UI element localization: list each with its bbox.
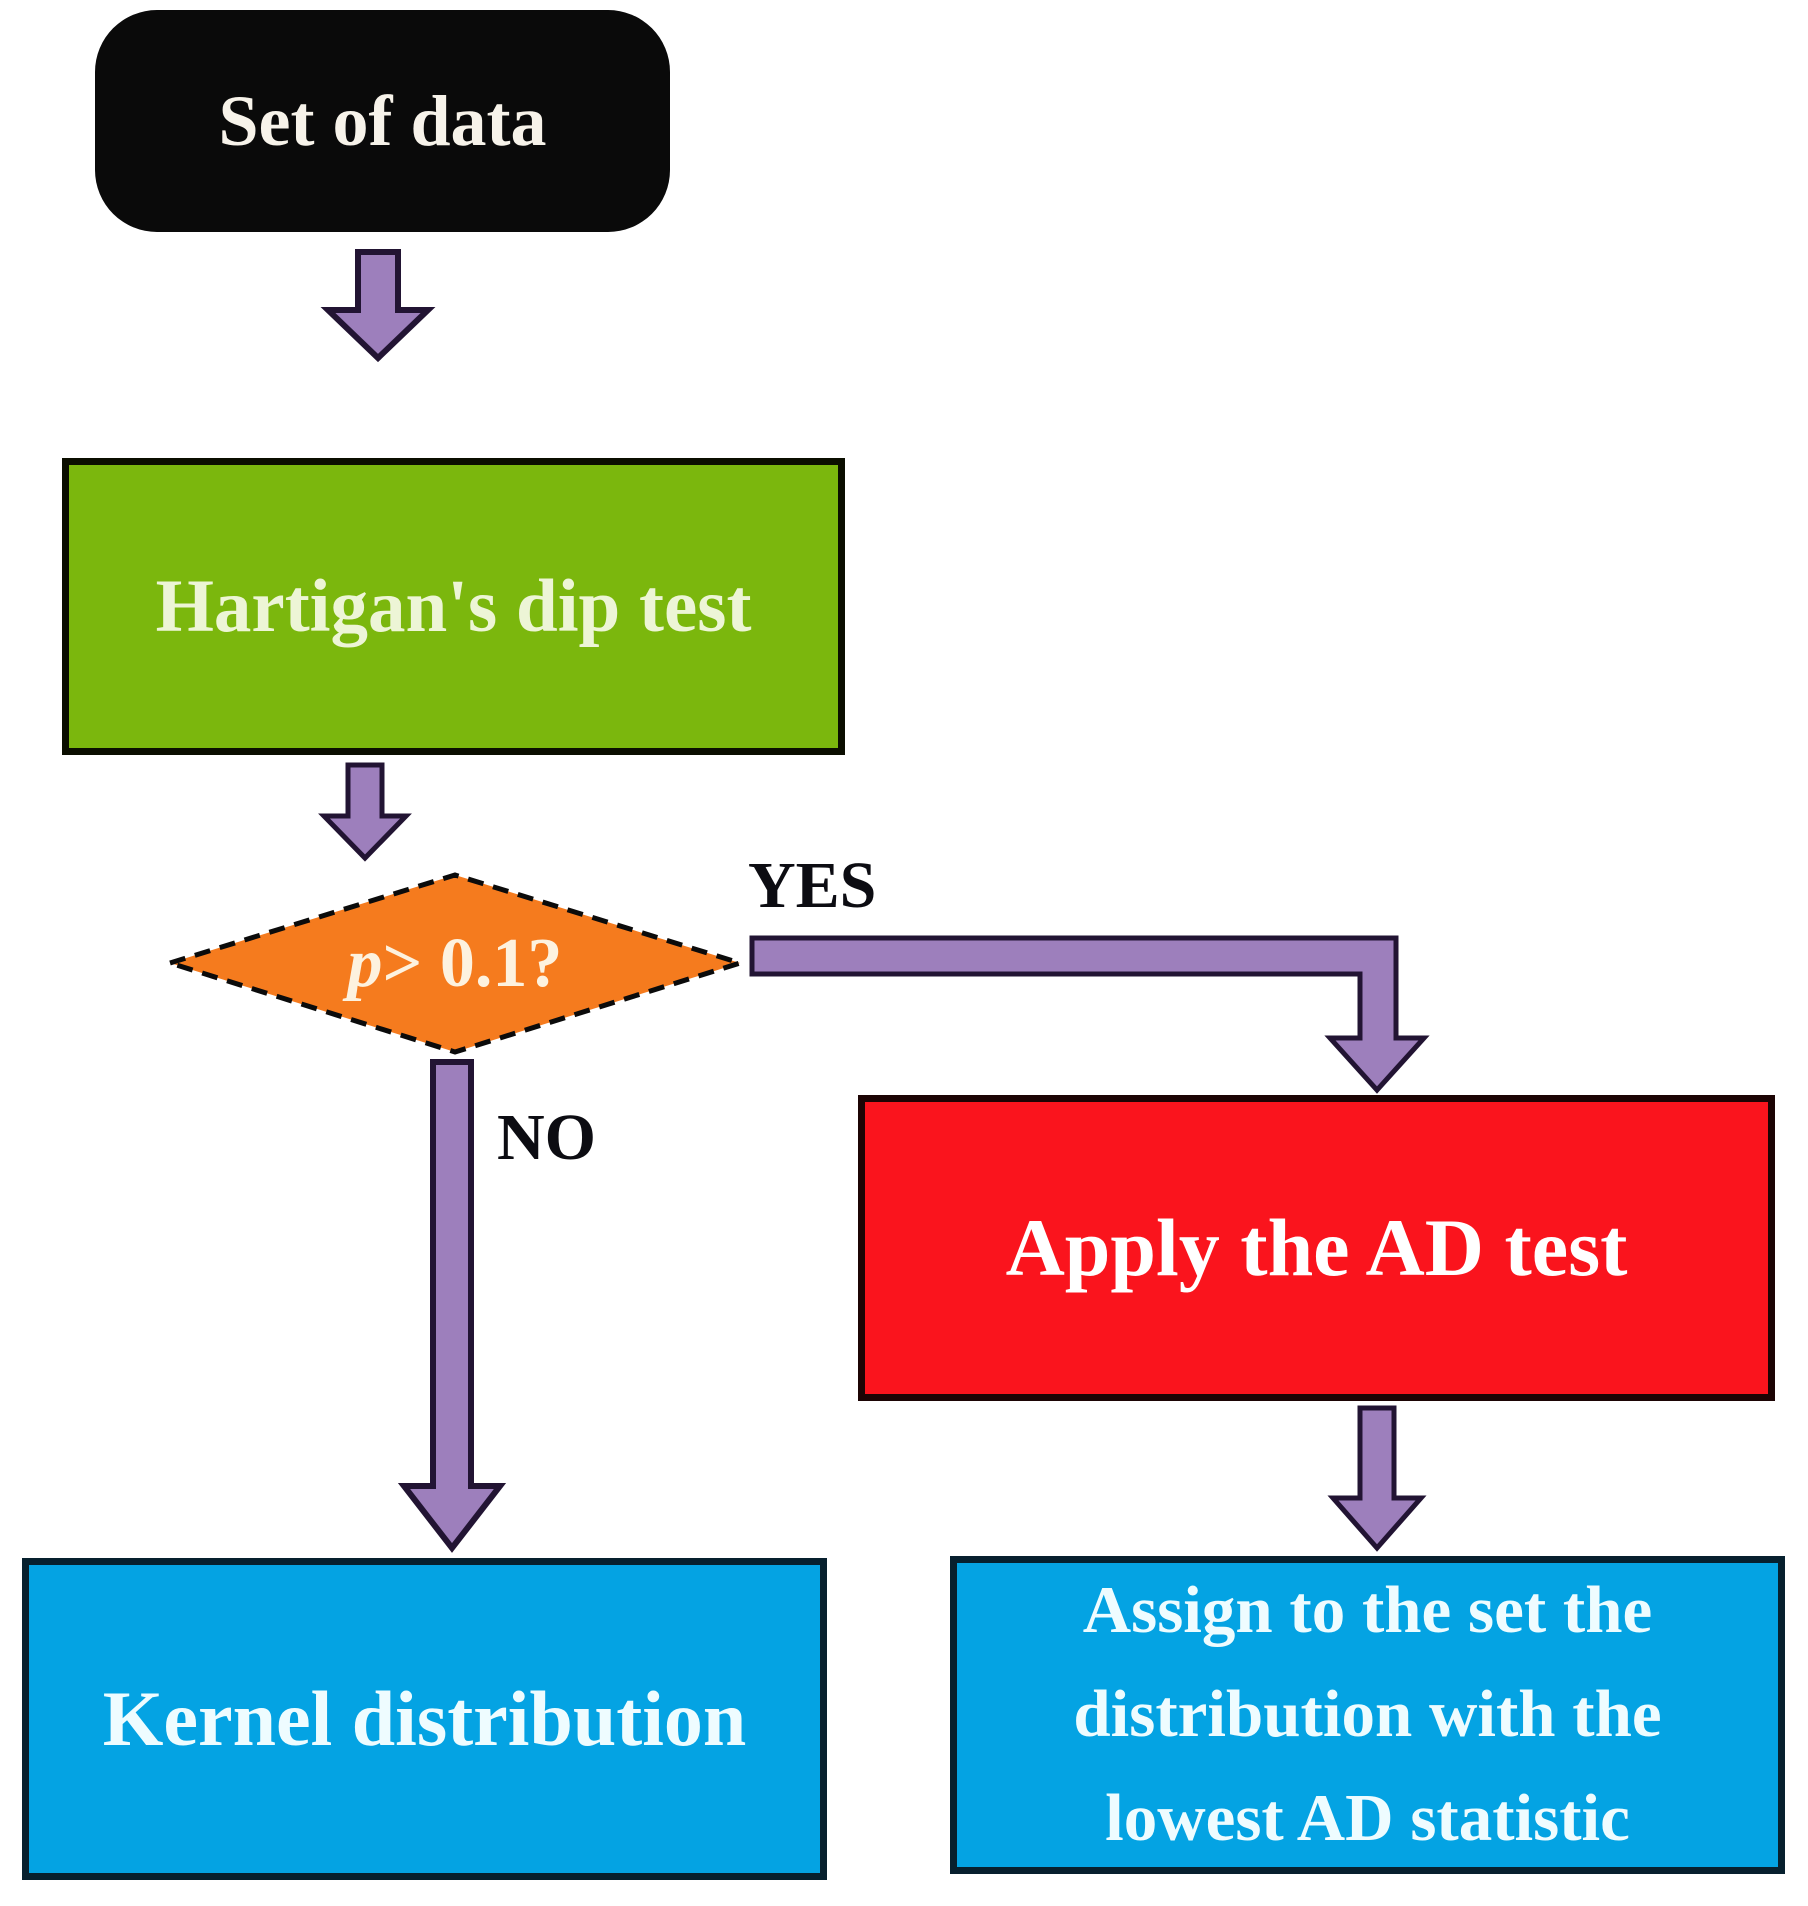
node-apply-ad-test: Apply the AD test <box>858 1095 1775 1401</box>
node-kernel-distribution: Kernel distribution <box>22 1558 827 1880</box>
decision-condition: > 0.1? <box>382 924 563 1002</box>
node-hartigans-dip-test: Hartigan's dip test <box>62 458 845 755</box>
node-set-of-data: Set of data <box>95 10 670 232</box>
arrow-down-diptest-to-decision-icon <box>318 762 412 862</box>
node-set-of-data-label: Set of data <box>218 80 547 161</box>
node-decision-p-gt-01: p > 0.1? <box>170 875 740 1052</box>
arrow-down-no-to-kernel-icon <box>397 1059 507 1553</box>
edge-label-yes: YES <box>748 849 877 922</box>
node-assign-line-3: lowest AD statistic <box>1105 1780 1630 1855</box>
node-assign-line-2: distribution with the <box>1073 1677 1662 1752</box>
edge-label-no: NO <box>497 1101 596 1174</box>
arrow-elbow-yes-to-adtest-icon <box>749 935 1430 1094</box>
node-apply-ad-test-label: Apply the AD test <box>1005 1202 1628 1293</box>
arrow-down-adtest-to-assign-icon <box>1327 1405 1427 1552</box>
node-hartigans-dip-test-label: Hartigan's dip test <box>155 564 752 648</box>
node-assign-line-1: Assign to the set the <box>1082 1573 1653 1648</box>
decision-variable: p <box>347 924 383 1002</box>
arrow-down-start-to-diptest-icon <box>320 249 436 363</box>
node-assign-distribution: Assign to the set the distribution with … <box>950 1556 1785 1874</box>
node-kernel-distribution-label: Kernel distribution <box>102 1675 747 1762</box>
